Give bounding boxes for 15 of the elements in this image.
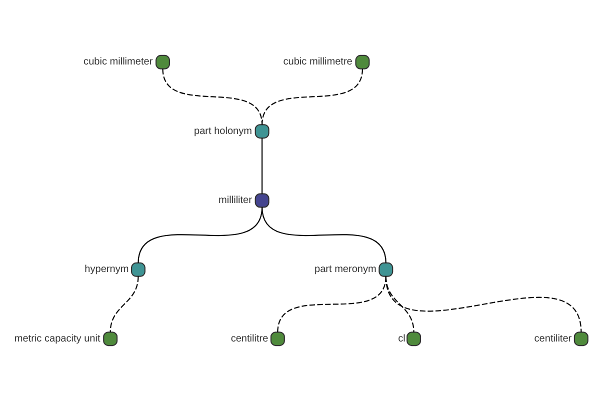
connector [110,276,139,332]
node-label: cubic millimetre [283,56,352,68]
node-label: centilitre [230,332,268,344]
connector [262,68,364,124]
connector [262,206,386,263]
connector [262,138,263,194]
node-label: cubic millimeter [84,56,153,68]
node-label: centiliter [534,332,572,344]
node-label: metric capacity unit [14,332,100,344]
node-label: cl [398,332,406,344]
node-label: hypernym [84,264,129,275]
connector [385,276,582,332]
node-label: part meronym [314,264,376,275]
node-label: part holonym [194,125,252,136]
node-label: milliliter [218,194,252,206]
